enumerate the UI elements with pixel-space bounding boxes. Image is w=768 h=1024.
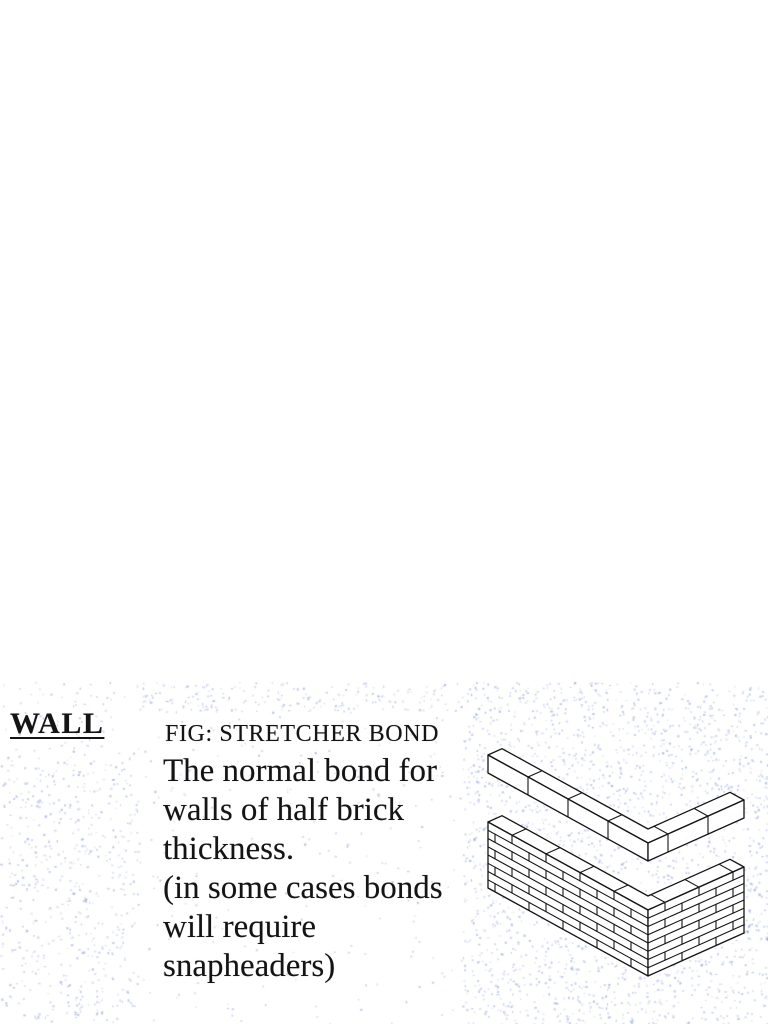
description-line: thickness.: [163, 831, 295, 867]
bed-joint: [647, 907, 745, 952]
description-line: The normal bond for: [163, 753, 438, 789]
top-joint: [693, 807, 709, 817]
brick-wall-lower-courses: [487, 815, 745, 977]
bed-joint: [647, 874, 745, 919]
top-joint: [607, 814, 623, 822]
description-line: snapheaders): [163, 948, 336, 984]
top-joint: [653, 825, 669, 835]
bed-joint: [647, 915, 745, 961]
top-joint: [511, 828, 527, 836]
bed-joint: [487, 862, 649, 952]
bed-joint: [487, 879, 649, 969]
section-heading: WALL: [10, 707, 105, 740]
description-line: (in some cases bonds: [163, 870, 443, 906]
description-line: walls of half brick: [163, 792, 405, 828]
bed-joint: [647, 899, 745, 944]
brick-wall-top-course: [487, 748, 745, 862]
top-joint: [527, 770, 543, 778]
bed-joint: [647, 882, 745, 928]
top-joint: [718, 863, 734, 873]
top-joint: [613, 884, 629, 892]
bed-joint: [487, 837, 649, 928]
top-joint: [545, 847, 561, 855]
top-joint: [567, 792, 583, 800]
bed-joint: [647, 924, 745, 969]
bed-joint: [487, 870, 649, 961]
bed-joint: [647, 891, 745, 936]
bed-joint: [487, 829, 649, 919]
stretcher-bond-diagram: [487, 748, 745, 977]
top-joint: [650, 894, 666, 903]
top-joint: [684, 878, 700, 888]
description-line: will require: [163, 909, 317, 945]
top-joint: [579, 865, 595, 874]
wall-right-face: [647, 799, 745, 862]
bed-joint: [487, 846, 649, 936]
bed-joint: [487, 854, 649, 944]
figure-label: FIG: STRETCHER BOND: [165, 721, 440, 747]
figure-description: The normal bond for walls of half brick …: [163, 752, 443, 986]
